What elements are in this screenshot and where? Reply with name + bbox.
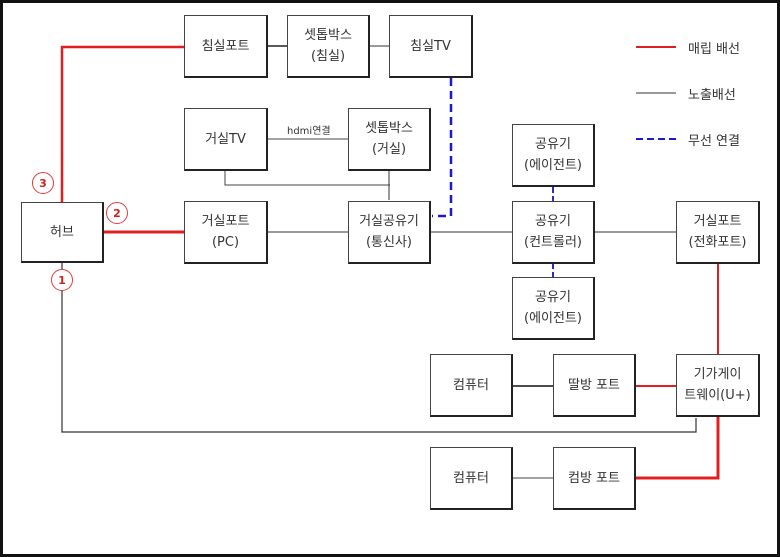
wire-hub-to-gateway — [61, 262, 697, 433]
node-label: 허브 — [50, 224, 74, 240]
node-living-router[interactable]: 거실공유기 (통신사) — [348, 201, 431, 264]
node-router-controller[interactable]: 공유기 (컨트롤러) — [512, 201, 595, 264]
badge-1: 1 — [51, 269, 73, 291]
node-label: 거실TV — [205, 131, 246, 147]
node-label: 딸방 포트 — [568, 377, 620, 393]
node-settop-bedroom[interactable]: 셋톱박스 (침실) — [287, 15, 370, 78]
legend-item-buried: 매립 배선 — [688, 38, 740, 57]
node-sublabel: (통신사) — [365, 235, 413, 250]
edge-label-hdmi: hdmi연결 — [287, 126, 331, 137]
node-label: 컴퓨터 — [453, 470, 489, 486]
badge-2: 2 — [106, 202, 128, 224]
wire-gateway-to-computer-room-port — [636, 417, 720, 480]
legend-label: 매립 배선 — [688, 42, 740, 57]
legend-item-wireless: 무선 연결 — [688, 130, 740, 149]
node-sublabel: (에이전트) — [524, 311, 582, 326]
node-sublabel: (컨트롤러) — [524, 235, 582, 250]
wire-living-tv-to-router — [224, 170, 390, 186]
node-label: 거실공유기 — [359, 214, 419, 229]
node-router-agent-top[interactable]: 공유기 (에이전트) — [512, 124, 595, 187]
node-label: 침실TV — [410, 38, 451, 54]
legend-label: 노출배선 — [688, 88, 736, 103]
node-sublabel: (전화포트) — [688, 235, 747, 250]
node-computer-2[interactable]: 컴퓨터 — [430, 447, 513, 510]
node-living-port-pc[interactable]: 거실포트 (PC) — [184, 201, 268, 264]
node-daughter-room-port[interactable]: 딸방 포트 — [553, 354, 636, 417]
legend-item-exposed: 노출배선 — [688, 84, 736, 103]
badge-3: 3 — [32, 172, 54, 194]
wire-hub-to-bedroom-port — [60, 45, 185, 202]
node-label: 거실포트 — [201, 214, 250, 229]
node-label: 컴방 포트 — [568, 470, 620, 486]
node-sublabel: 트웨이(U+) — [684, 388, 751, 403]
node-label: 공유기 — [535, 214, 571, 229]
node-sublabel: (거실) — [371, 142, 407, 157]
node-sublabel: (침실) — [310, 49, 346, 64]
node-bedroom-port[interactable]: 침실포트 — [184, 15, 268, 78]
node-hub[interactable]: 허브 — [21, 202, 104, 263]
node-label: 침실포트 — [201, 38, 250, 54]
node-sublabel: (PC) — [211, 235, 240, 250]
node-living-port-phone[interactable]: 거실포트 (전화포트) — [676, 201, 760, 264]
legend-label: 무선 연결 — [688, 134, 740, 149]
wireless-bedroom-tv-to-router — [432, 78, 453, 218]
node-label: 기가게이 — [693, 367, 742, 382]
node-gigabit-gateway[interactable]: 기가게이 트웨이(U+) — [676, 354, 760, 417]
node-settop-living[interactable]: 셋톱박스 (거실) — [348, 108, 431, 171]
node-label: 셋톱박스 — [365, 121, 413, 136]
node-router-agent-bottom[interactable]: 공유기 (에이전트) — [512, 277, 595, 340]
node-label: 셋톱박스 — [304, 28, 352, 43]
node-computer-room-port[interactable]: 컴방 포트 — [553, 447, 636, 510]
node-computer-1[interactable]: 컴퓨터 — [430, 354, 513, 417]
node-label: 공유기 — [535, 137, 571, 152]
node-label: 공유기 — [535, 290, 571, 305]
node-living-tv[interactable]: 거실TV — [184, 108, 268, 171]
node-label: 컴퓨터 — [453, 377, 489, 393]
node-sublabel: (에이전트) — [524, 158, 582, 173]
node-label: 거실포트 — [693, 214, 742, 229]
node-bedroom-tv[interactable]: 침실TV — [389, 15, 473, 78]
